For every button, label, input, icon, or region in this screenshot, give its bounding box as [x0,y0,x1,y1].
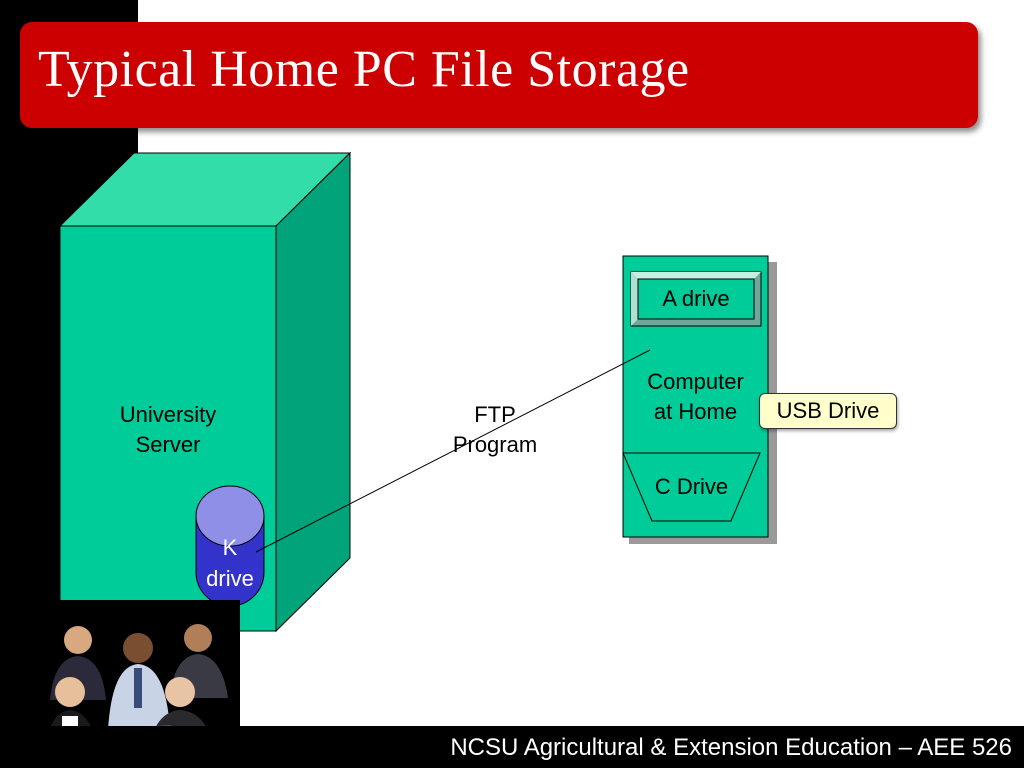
slide-title: Typical Home PC File Storage [38,41,690,98]
person-figure-center [108,633,170,730]
k-drive-label: K drive [206,535,254,591]
footer-bar [0,726,1024,768]
k-drive-cylinder-top [195,485,265,547]
a-drive-bay-inner [637,278,755,320]
title-banner [20,22,978,128]
c-drive-label: C Drive [654,474,729,499]
footer-text: NCSU Agricultural & Extension Education … [450,734,1012,761]
a-drive-bevel-top [631,272,761,279]
c-drive-shape [622,452,761,522]
home-pc-label: Computer at Home [647,369,744,424]
server-label: University Server [119,402,217,457]
server-front-face [59,225,277,632]
ftp-connection-line [255,349,651,553]
usb-drive-box: USB Drive [759,393,897,429]
a-drive-label: A drive [662,286,730,311]
a-drive-bevel-left [631,272,638,326]
ftp-program-label: FTP Program [452,402,538,457]
server-side-face [275,151,351,633]
